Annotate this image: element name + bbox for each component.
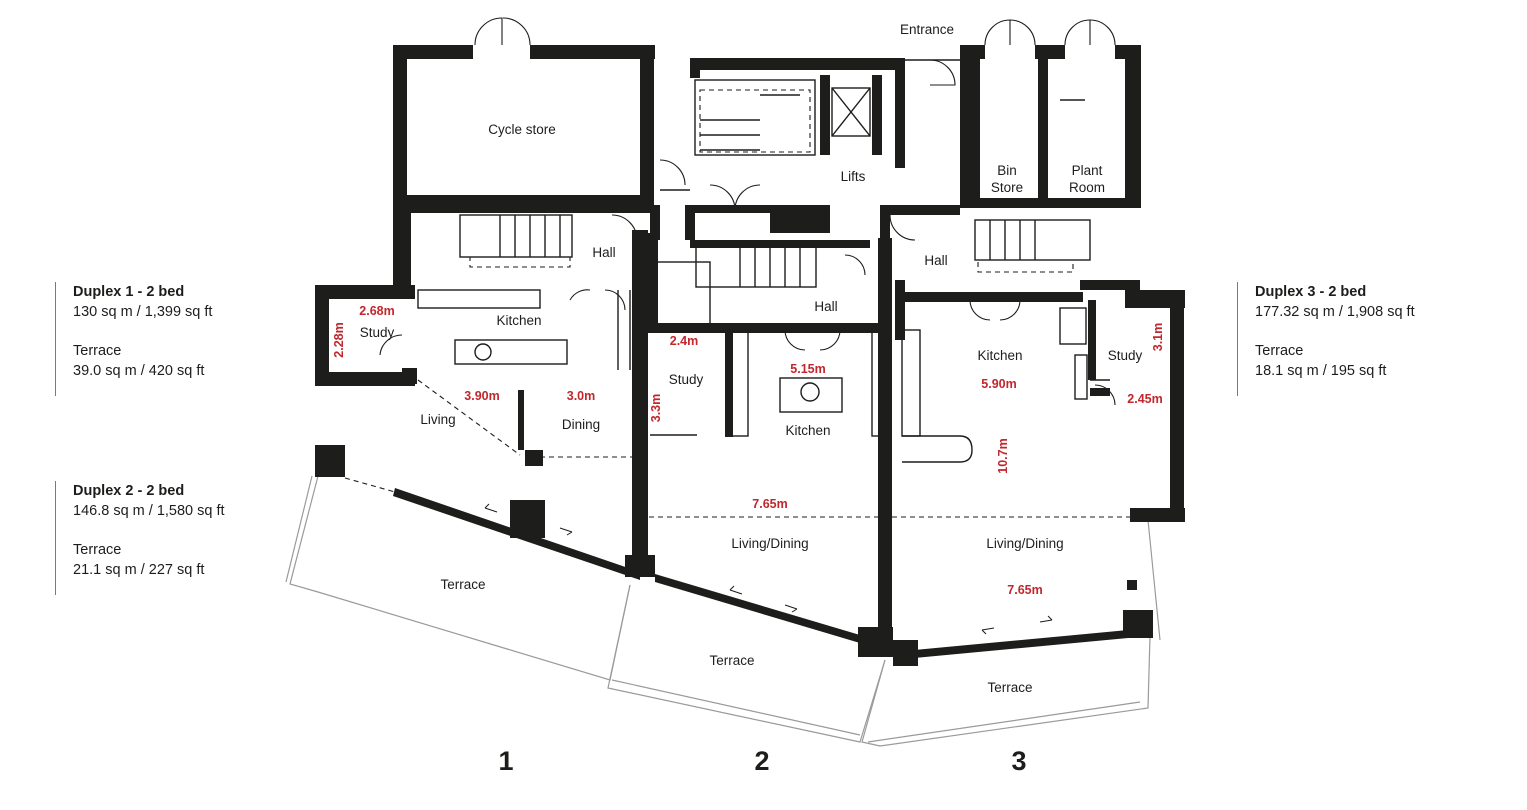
dimension-label: 3.1m xyxy=(1151,323,1165,352)
dimension-label: 7.65m xyxy=(1007,583,1042,597)
legend-terrace-area: 18.1 sq m / 195 sq ft xyxy=(1255,363,1387,379)
dimension-label: 3.0m xyxy=(567,389,596,403)
terrace-outlines xyxy=(285,475,1161,747)
dimension-label: 2.28m xyxy=(332,322,346,357)
dimension-label: 3.90m xyxy=(464,389,499,403)
room-label-terrace-1: Terrace xyxy=(440,577,485,592)
legend-area: 177.32 sq m / 1,908 sq ft xyxy=(1255,304,1415,320)
room-label-entrance: Entrance xyxy=(900,22,954,37)
legend-rule xyxy=(55,282,56,396)
unit-number-3: 3 xyxy=(1011,746,1026,776)
dashed-lines xyxy=(344,89,1140,518)
room-label-kitchen-2: Kitchen xyxy=(785,423,830,438)
room-label-cycle-store: Cycle store xyxy=(488,122,556,137)
legend-title: Duplex 1 - 2 bed xyxy=(73,284,185,300)
room-label-terrace-2: Terrace xyxy=(709,653,754,668)
door-swings xyxy=(379,17,1116,406)
room-label-dining-1: Dining xyxy=(562,417,600,432)
walls xyxy=(315,45,1185,666)
dimension-labels: 2.68m 2.28m 3.90m 3.0m 2.4m 3.3m 5.15m 7… xyxy=(332,304,1165,597)
legend-title: Duplex 3 - 2 bed xyxy=(1255,284,1367,300)
room-label-plant-room: Room xyxy=(1069,180,1105,195)
legend-title: Duplex 2 - 2 bed xyxy=(73,483,185,499)
room-label-hall-1: Hall xyxy=(592,245,615,260)
room-label-study-1: Study xyxy=(360,325,395,340)
dimension-label: 5.90m xyxy=(981,377,1016,391)
room-labels: Entrance Cycle store Lifts Bin Store Pla… xyxy=(360,22,1143,695)
dimension-label: 10.7m xyxy=(996,438,1010,473)
legend-area: 130 sq m / 1,399 sq ft xyxy=(73,304,213,320)
legend-terrace-label: Terrace xyxy=(1255,343,1304,359)
room-label-living-1: Living xyxy=(420,412,455,427)
room-label-study-3: Study xyxy=(1108,348,1143,363)
dimension-label: 2.4m xyxy=(670,334,699,348)
dimension-label: 5.15m xyxy=(790,362,825,376)
room-label-living-dining-3: Living/Dining xyxy=(986,536,1063,551)
room-label-hall-2: Hall xyxy=(814,299,837,314)
unit-number-1: 1 xyxy=(498,746,513,776)
slide-arrows xyxy=(484,503,1053,635)
room-label-plant-room: Plant xyxy=(1072,163,1103,178)
room-label-study-2: Study xyxy=(669,372,704,387)
room-label-kitchen-3: Kitchen xyxy=(977,348,1022,363)
unit-number-2: 2 xyxy=(754,746,769,776)
room-label-terrace-3: Terrace xyxy=(987,680,1032,695)
legend-terrace-area: 39.0 sq m / 420 sq ft xyxy=(73,363,205,379)
room-label-bin-store: Bin xyxy=(997,163,1017,178)
room-label-lifts: Lifts xyxy=(841,169,866,184)
legend-duplex-3: Duplex 3 - 2 bed 177.32 sq m / 1,908 sq … xyxy=(1237,282,1467,396)
legend-terrace-area: 21.1 sq m / 227 sq ft xyxy=(73,562,205,578)
room-label-bin-store: Store xyxy=(991,180,1023,195)
unit-numbers: 1 2 3 xyxy=(498,746,1026,776)
legend-duplex-1: Duplex 1 - 2 bed 130 sq m / 1,399 sq ft … xyxy=(55,282,285,396)
dimension-label: 2.68m xyxy=(359,304,394,318)
room-label-kitchen-1: Kitchen xyxy=(496,313,541,328)
room-label-hall-3: Hall xyxy=(924,253,947,268)
legend-duplex-2: Duplex 2 - 2 bed 146.8 sq m / 1,580 sq f… xyxy=(55,481,285,595)
legend-rule xyxy=(55,481,56,595)
legend-area: 146.8 sq m / 1,580 sq ft xyxy=(73,503,225,519)
room-label-living-dining-2: Living/Dining xyxy=(731,536,808,551)
dimension-label: 2.45m xyxy=(1127,392,1162,406)
legend-rule xyxy=(1237,282,1238,396)
dimension-label: 3.3m xyxy=(649,394,663,423)
dimension-label: 7.65m xyxy=(752,497,787,511)
legend-terrace-label: Terrace xyxy=(73,542,122,558)
legend-terrace-label: Terrace xyxy=(73,343,122,359)
